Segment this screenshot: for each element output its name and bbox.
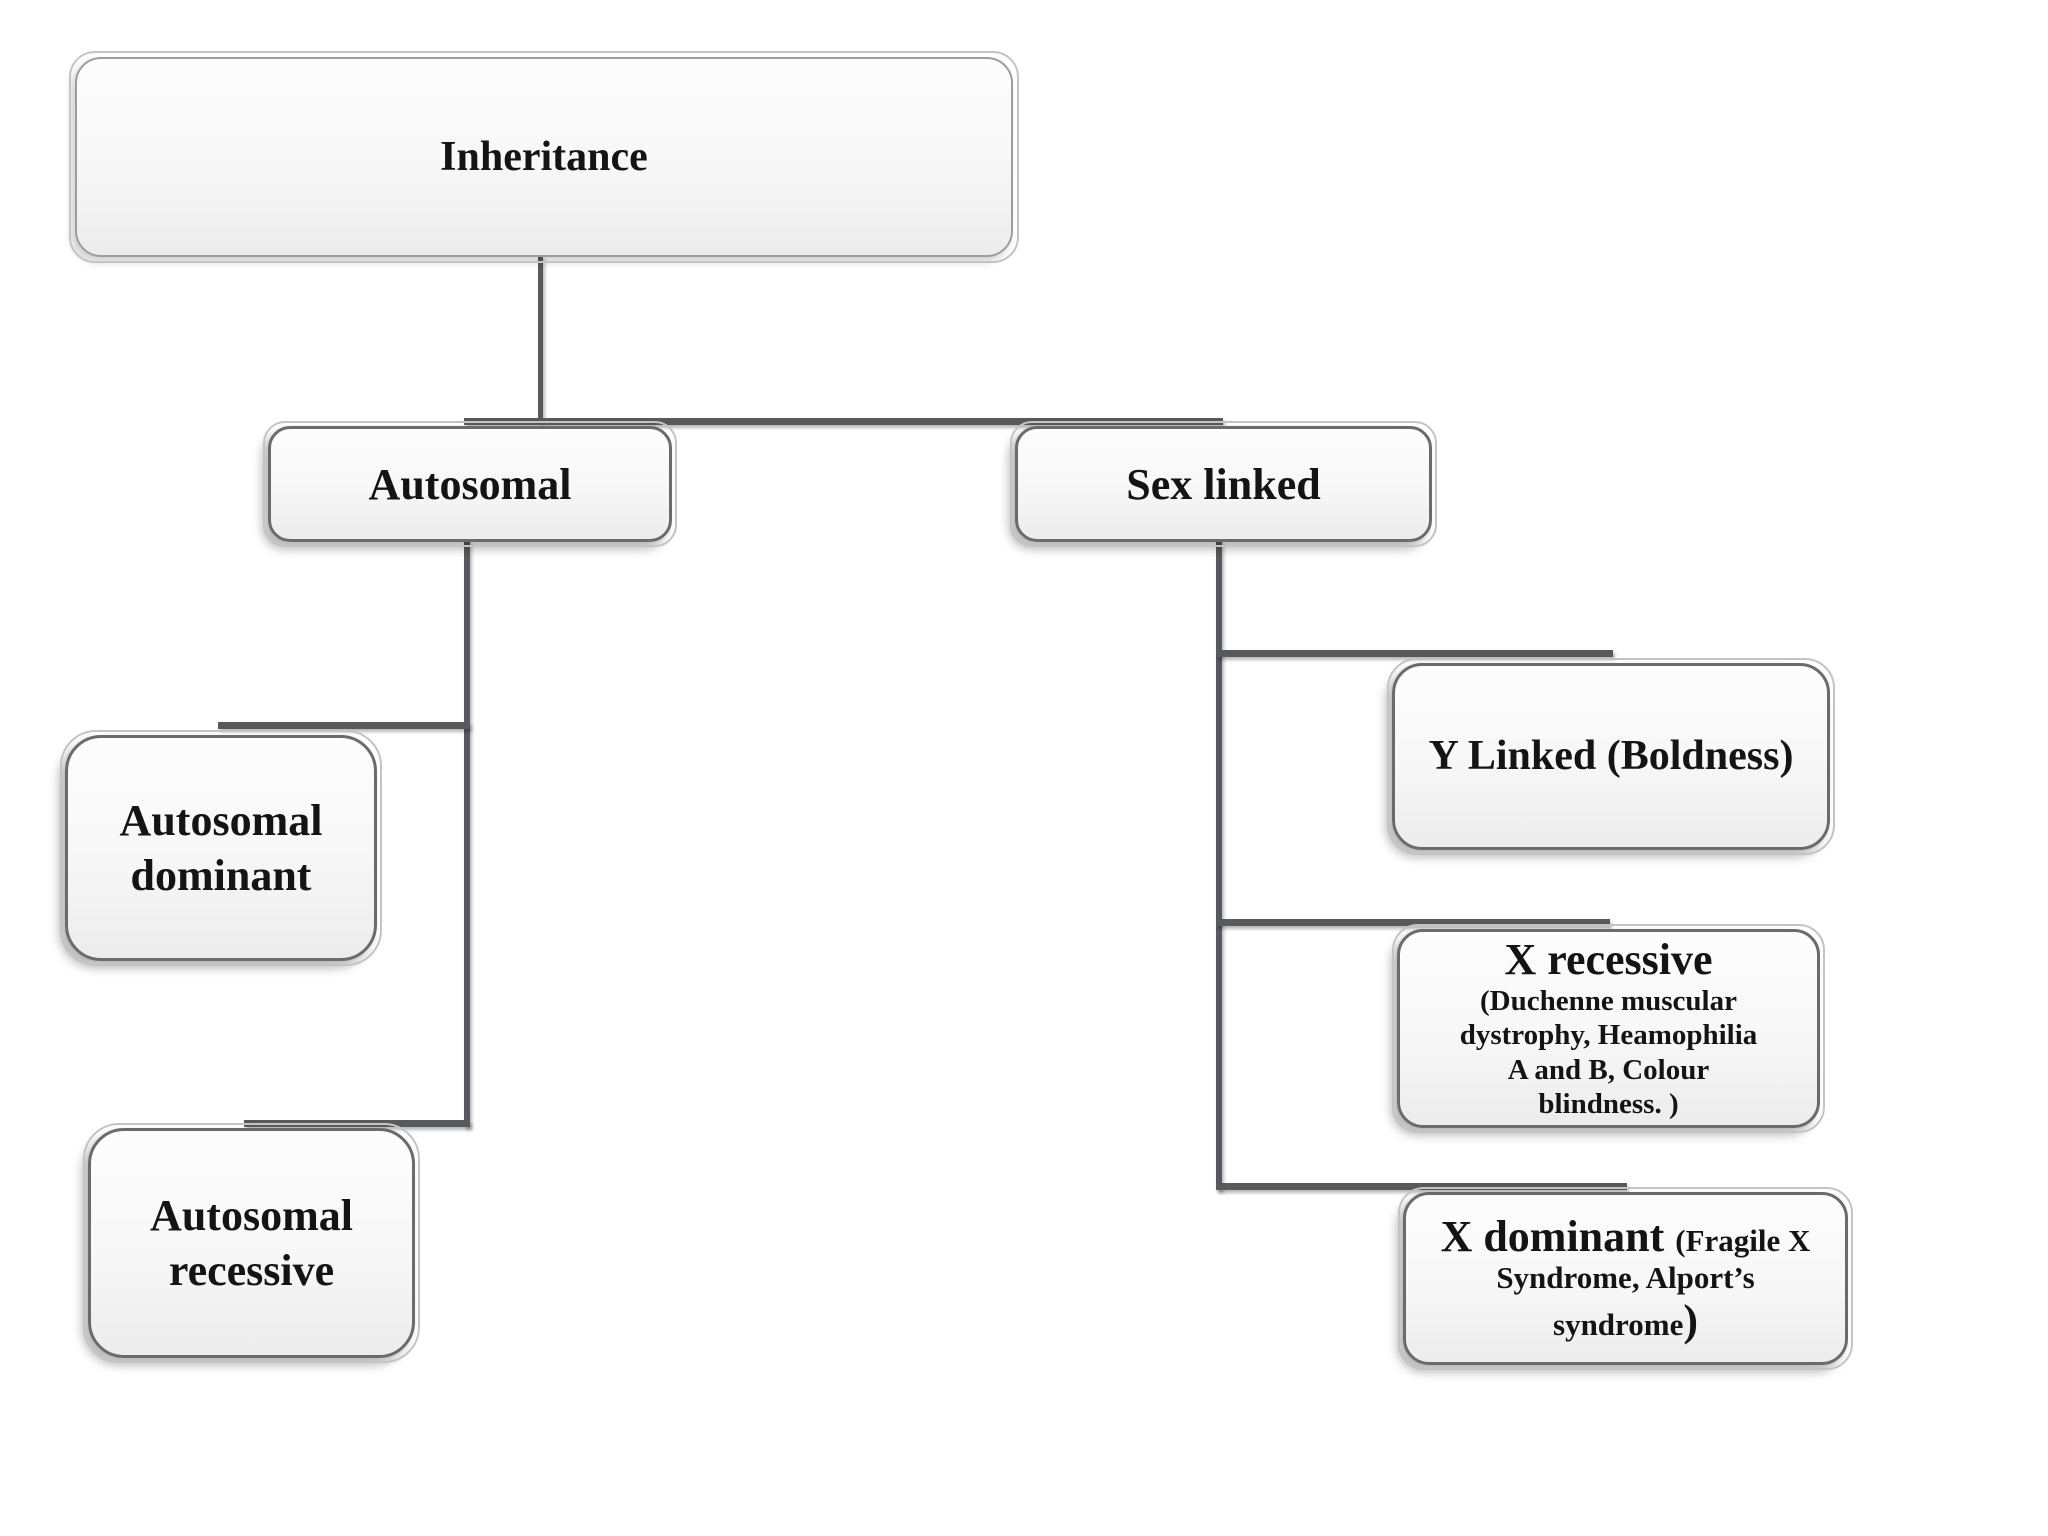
node-autosomal-recessive: Autosomal recessive bbox=[83, 1123, 420, 1363]
connector-inheritance-stem bbox=[538, 256, 543, 422]
x-dominant-closing-paren: ) bbox=[1683, 1295, 1698, 1345]
node-x-recessive: X recessive (Duchenne muscular dystrophy… bbox=[1392, 924, 1825, 1133]
connector-sexlinked-stem bbox=[1216, 540, 1222, 1190]
connector-branch-autosomal-recessive bbox=[244, 1120, 470, 1127]
node-y-linked: Y Linked (Boldness) bbox=[1387, 658, 1835, 855]
node-sex-linked: Sex linked bbox=[1010, 421, 1437, 547]
node-autosomal-recessive-label: Autosomal recessive bbox=[150, 1191, 353, 1295]
node-x-recessive-title: X recessive bbox=[1504, 934, 1713, 984]
connector-branch-x-recessive bbox=[1216, 919, 1610, 926]
x-recessive-subtitle-line: A and B, Colour bbox=[1507, 1053, 1710, 1086]
connector-level1-crossbar bbox=[464, 418, 1223, 425]
node-inheritance: Inheritance bbox=[69, 51, 1019, 263]
connector-autosomal-stem bbox=[464, 540, 470, 1127]
node-autosomal-label: Autosomal bbox=[368, 459, 572, 509]
connector-branch-x-dominant bbox=[1216, 1183, 1627, 1190]
node-autosomal-dominant: Autosomal dominant bbox=[60, 730, 382, 966]
node-sex-linked-label: Sex linked bbox=[1126, 459, 1321, 509]
x-recessive-subtitle-line: (Duchenne muscular bbox=[1480, 985, 1737, 1018]
x-dominant-line: Syndrome, Alport’s bbox=[1490, 1260, 1760, 1296]
node-y-linked-label: Y Linked (Boldness) bbox=[1428, 733, 1794, 780]
x-dominant-line: X dominant (Fragile X bbox=[1435, 1212, 1817, 1261]
x-dominant-subtitle-part: Syndrome, Alport’s bbox=[1496, 1260, 1755, 1296]
x-dominant-subtitle-part: (Fragile X bbox=[1675, 1222, 1811, 1258]
x-dominant-line: syndrome) bbox=[1547, 1296, 1704, 1345]
x-dominant-title: X dominant bbox=[1440, 1211, 1676, 1261]
node-x-dominant: X dominant (Fragile X Syndrome, Alport’s… bbox=[1398, 1187, 1853, 1370]
node-autosomal-dominant-label: Autosomal dominant bbox=[119, 796, 323, 900]
x-dominant-subtitle-part: syndrome bbox=[1553, 1306, 1684, 1342]
x-recessive-subtitle-line: dystrophy, Heamophilia bbox=[1459, 1019, 1758, 1052]
connector-branch-autosomal-dominant bbox=[218, 722, 470, 729]
connector-branch-y-linked bbox=[1216, 650, 1613, 657]
node-x-recessive-subtitle: (Duchenne muscular dystrophy, Heamophili… bbox=[1460, 984, 1758, 1121]
node-inheritance-label: Inheritance bbox=[440, 133, 648, 180]
node-autosomal: Autosomal bbox=[263, 421, 677, 547]
x-recessive-subtitle-line: blindness. ) bbox=[1538, 1087, 1679, 1120]
